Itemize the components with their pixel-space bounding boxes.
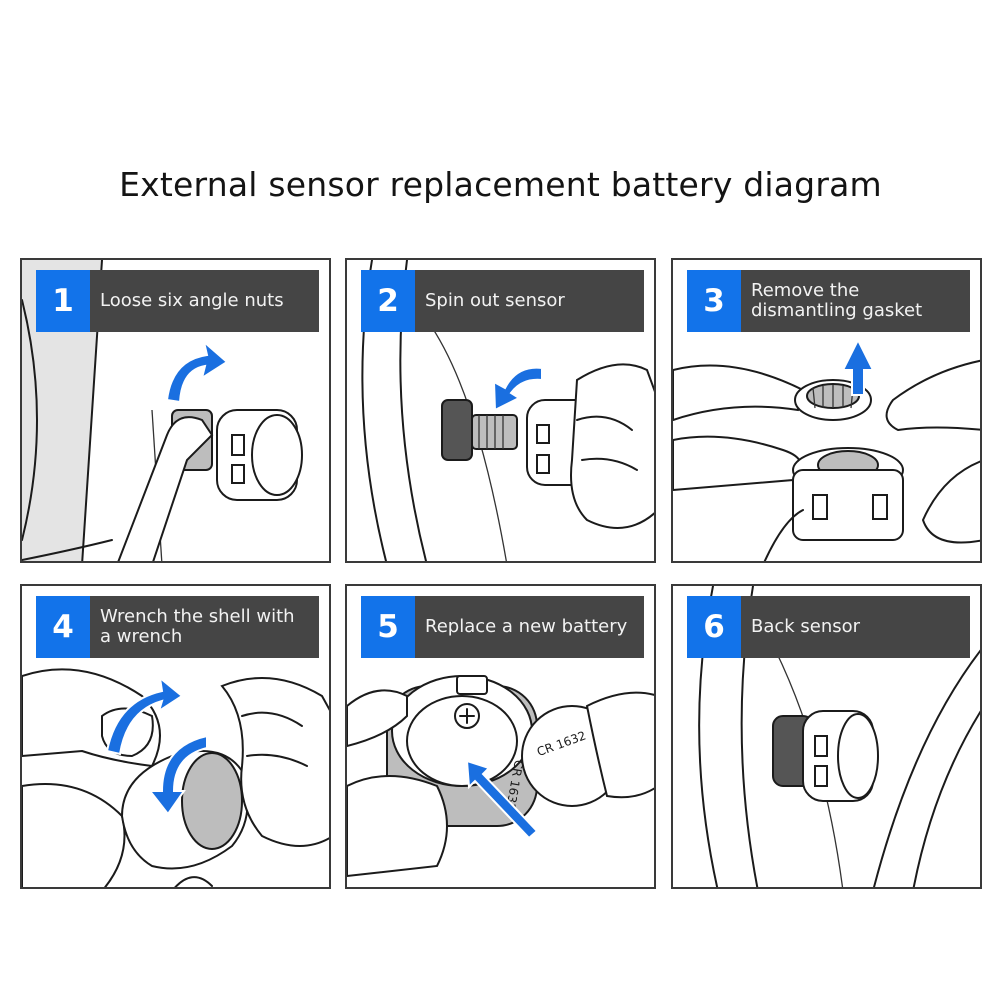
step-1-header: 1 Loose six angle nuts [36, 270, 319, 332]
step-4-number-badge: 4 [36, 596, 90, 658]
step-6-label: Back sensor [741, 596, 970, 658]
step-5-label: Replace a new battery [415, 596, 644, 658]
step-4-label: Wrench the shell with a wrench [90, 596, 319, 658]
step-4-illustration [22, 668, 329, 887]
twist-arrow-bottom-icon [147, 734, 208, 816]
spin-arrow-icon [492, 366, 543, 412]
step-1-illustration [22, 260, 303, 561]
step-4-header: 4 Wrench the shell with a wrench [36, 596, 319, 658]
step-3-number-badge: 3 [687, 270, 741, 332]
step-2-number-badge: 2 [361, 270, 415, 332]
step-3-label: Remove the dismantling gasket [741, 270, 970, 332]
step-2-header: 2 Spin out sensor [361, 270, 644, 332]
step-1-number-badge: 1 [36, 270, 90, 332]
step-3-illustration [673, 337, 980, 561]
step-5-illustration: CR 1632 CR 1632 [347, 675, 654, 878]
step-5-header: 5 Replace a new battery [361, 596, 644, 658]
rotate-arrow-icon [165, 339, 229, 404]
step-6-number-badge: 6 [687, 596, 741, 658]
step-panel-3: 3 Remove the dismantling gasket [671, 258, 982, 563]
twist-arrow-top-icon [105, 675, 184, 756]
step-panel-4: 4 Wrench the shell with a wrench [20, 584, 331, 889]
step-2-label: Spin out sensor [415, 270, 644, 332]
step-1-label: Loose six angle nuts [90, 270, 319, 332]
step-panel-5: CR 1632 CR 1632 5 Replace a new battery [345, 584, 656, 889]
step-panel-2: 2 Spin out sensor [345, 258, 656, 563]
page-title: External sensor replacement battery diag… [119, 165, 882, 204]
insert-arrow-icon [465, 759, 539, 840]
step-6-header: 6 Back sensor [687, 596, 970, 658]
step-5-number-badge: 5 [361, 596, 415, 658]
step-3-header: 3 Remove the dismantling gasket [687, 270, 970, 332]
step-panel-6: 6 Back sensor [671, 584, 982, 889]
step-panel-1: 1 Loose six angle nuts [20, 258, 331, 563]
up-arrow-icon [841, 337, 875, 396]
